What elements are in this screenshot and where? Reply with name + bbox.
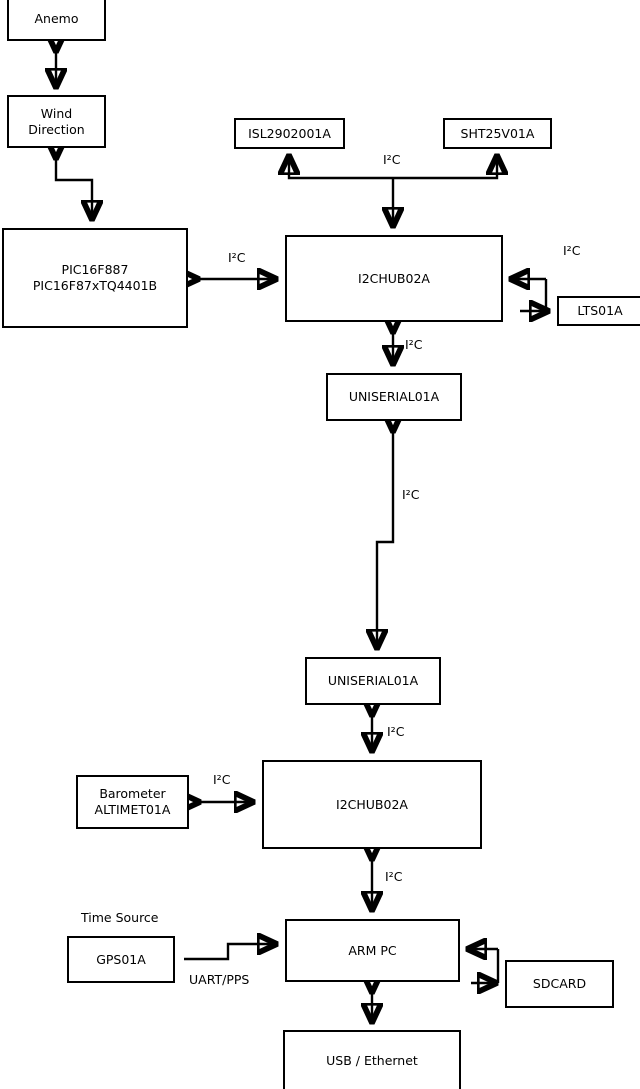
block-i2chub02a-bottom[interactable]: I2CHUB02A [262, 760, 482, 849]
annotation-time-source: Time Source [81, 910, 159, 925]
connector-bus-isl [289, 157, 393, 180]
edge-label-i2c-hub-uniserial: I²C [405, 337, 423, 352]
edge-label-i2c-armpc: I²C [385, 869, 403, 884]
block-lts01a[interactable]: LTS01A [557, 296, 640, 326]
block-isl2902001a[interactable]: ISL2902001A [234, 118, 345, 149]
block-arm-pc[interactable]: ARM PC [285, 919, 460, 982]
edge-label-i2c-lts: I²C [563, 243, 581, 258]
connector-bus-sht [393, 157, 497, 180]
block-barometer-altimet01a[interactable]: Barometer ALTIMET01A [76, 775, 189, 829]
block-gps01a[interactable]: GPS01A [67, 936, 175, 983]
connector-uniserial-link [377, 430, 393, 647]
block-anemo[interactable]: Anemo [7, 0, 106, 41]
block-usb-ethernet[interactable]: USB / Ethernet [283, 1030, 461, 1089]
block-sht25v01a[interactable]: SHT25V01A [443, 118, 552, 149]
connector-gps-armpc [184, 944, 275, 961]
connector-hubtop-lts-out [544, 279, 548, 313]
block-sdcard[interactable]: SDCARD [505, 960, 614, 1008]
block-pic-microcontroller[interactable]: PIC16F887 PIC16F87xTQ4401B [2, 228, 188, 328]
connector-pic-wind [56, 157, 92, 218]
block-wind-direction[interactable]: Wind Direction [7, 95, 106, 148]
edge-label-i2c-sensors: I²C [383, 152, 401, 167]
block-uniserial01a-upper[interactable]: UNISERIAL01A [326, 373, 462, 421]
edge-label-i2c-barometer: I²C [213, 772, 231, 787]
edge-label-uart-pps: UART/PPS [189, 972, 250, 987]
edge-label-i2c-uniserial-link: I²C [402, 487, 420, 502]
edge-label-i2c-pic: I²C [228, 250, 246, 265]
block-i2chub02a-top[interactable]: I2CHUB02A [285, 235, 503, 322]
block-uniserial01a-lower[interactable]: UNISERIAL01A [305, 657, 441, 705]
edge-label-i2c-uniserial-hub: I²C [387, 724, 405, 739]
